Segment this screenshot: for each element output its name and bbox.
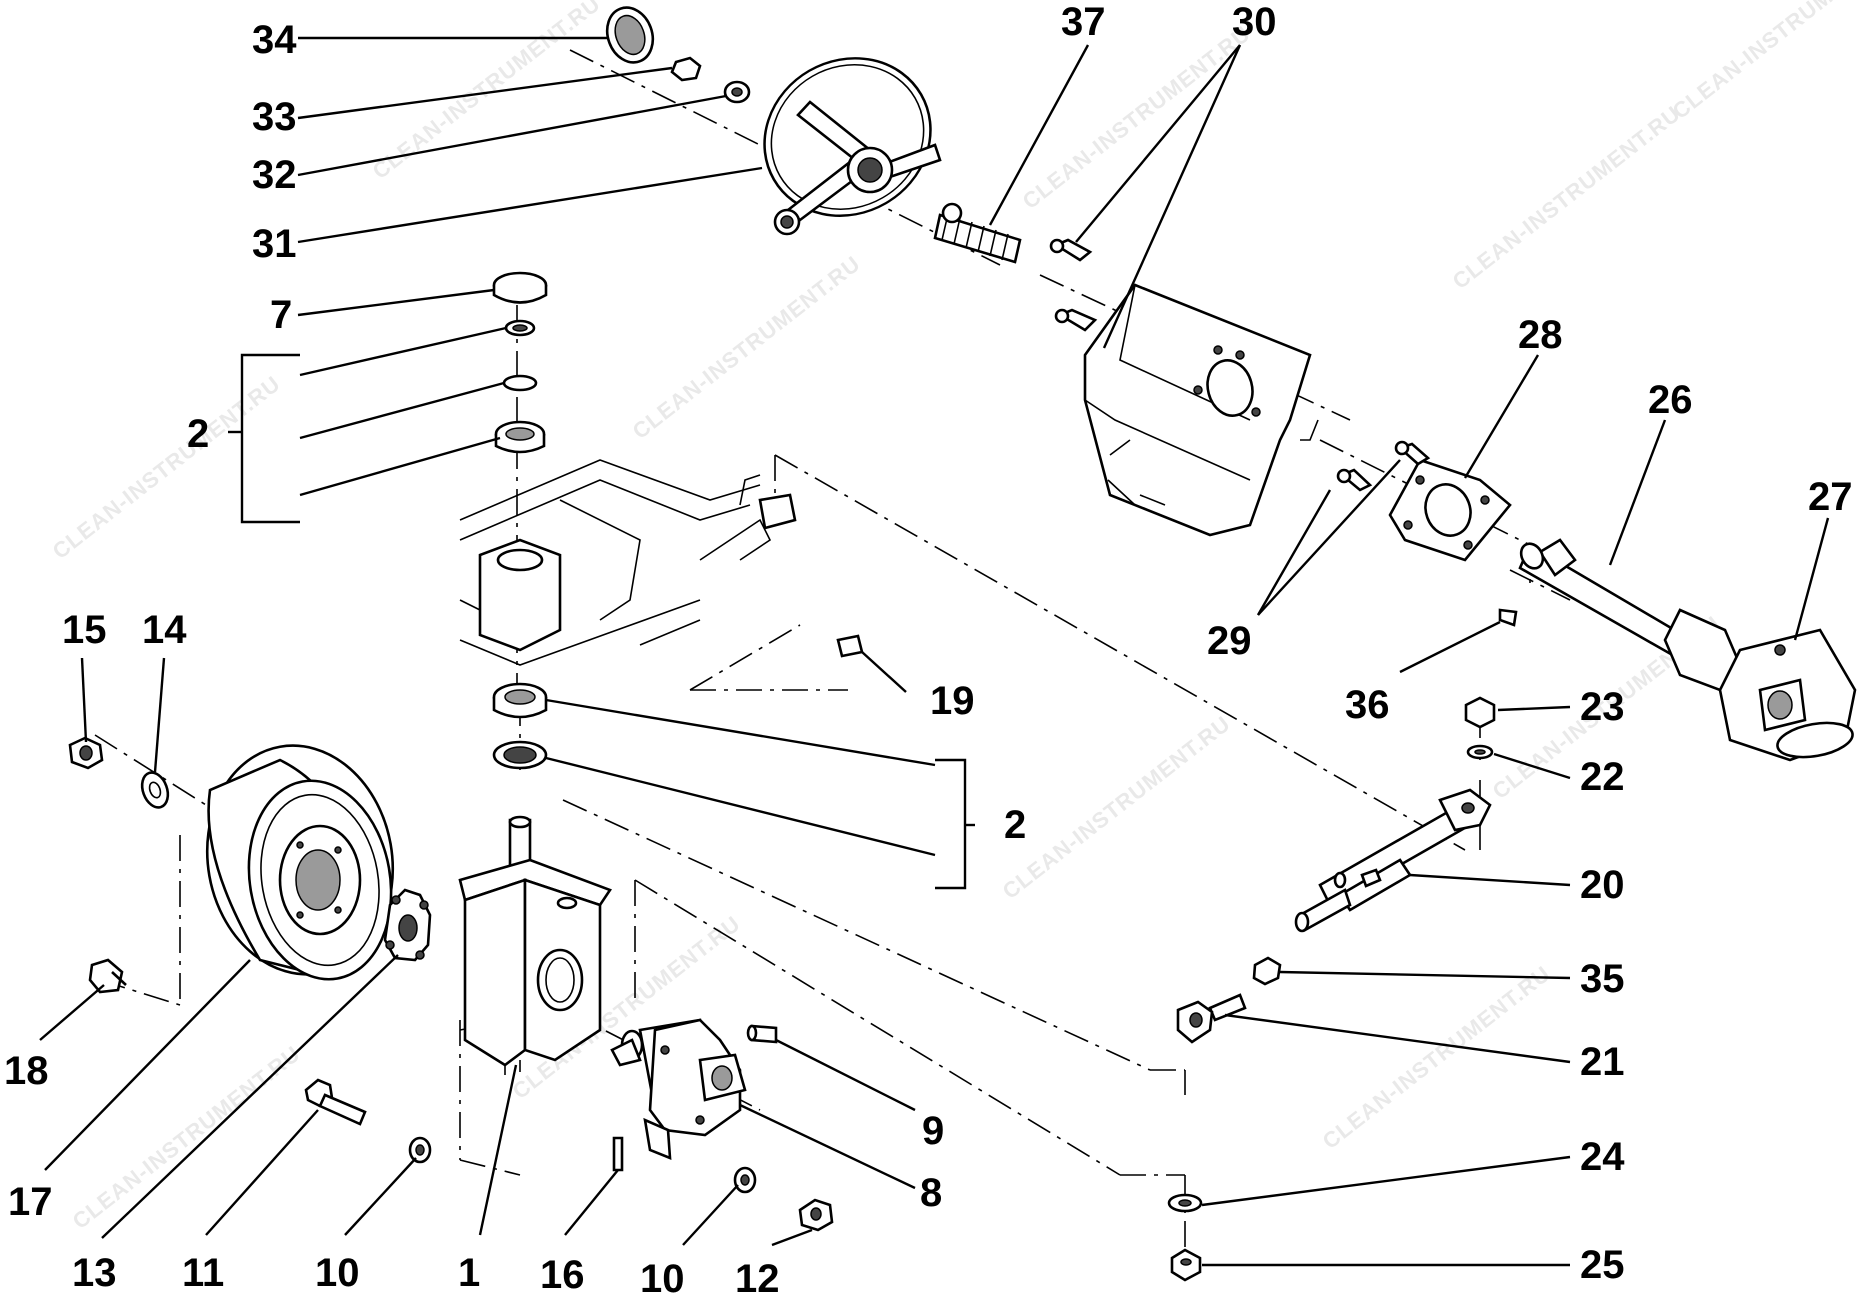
callout-25: 25 xyxy=(1580,1243,1625,1287)
chassis-frame xyxy=(459,459,864,666)
watermark: CLEAN-INSTRUMENT.RU xyxy=(1668,0,1861,124)
callout-36: 36 xyxy=(1345,683,1390,727)
callout-24: 24 xyxy=(1580,1135,1625,1179)
callout-31: 31 xyxy=(252,222,297,266)
flange-plate xyxy=(1336,440,1512,562)
steering-column-housing xyxy=(1049,238,1319,537)
callout-21: 21 xyxy=(1580,1040,1625,1084)
callout-8: 8 xyxy=(920,1171,942,1215)
callout-32: 32 xyxy=(252,153,297,197)
callout-2-lower: 2 xyxy=(1004,803,1026,847)
rod-end xyxy=(1176,956,1282,1044)
front-wheel xyxy=(205,744,395,981)
callout-28: 28 xyxy=(1518,313,1563,357)
leader-lines xyxy=(39,36,1830,1267)
callout-27: 27 xyxy=(1808,475,1853,519)
hydraulic-motor xyxy=(610,1018,778,1172)
wheel-hub xyxy=(383,888,432,962)
callout-labels: 34 33 32 31 7 2 15 14 18 17 13 11 10 1 1… xyxy=(4,0,1853,1301)
callout-1: 1 xyxy=(458,1251,480,1295)
callout-10-left: 10 xyxy=(315,1251,360,1295)
hydraulic-cylinder xyxy=(1294,788,1492,933)
callout-11: 11 xyxy=(182,1251,224,1295)
callout-22: 22 xyxy=(1580,755,1625,799)
callout-9: 9 xyxy=(922,1109,944,1153)
callout-19: 19 xyxy=(930,679,975,723)
callout-12: 12 xyxy=(735,1257,780,1301)
callout-37: 37 xyxy=(1061,0,1106,44)
watermark: CLEAN-INSTRUMENT.RU xyxy=(48,371,285,564)
lower-bearing-stack xyxy=(492,682,548,770)
callout-33: 33 xyxy=(252,95,297,139)
watermark: CLEAN-INSTRUMENT.RU xyxy=(1448,101,1685,294)
callout-2-upper: 2 xyxy=(187,412,209,456)
wheel-fork xyxy=(458,815,612,1075)
callout-18: 18 xyxy=(4,1049,49,1093)
watermark: CLEAN-INSTRUMENT.RU xyxy=(998,711,1235,904)
callout-26: 26 xyxy=(1648,378,1693,422)
callout-29: 29 xyxy=(1207,619,1252,663)
hub-nut xyxy=(68,736,170,994)
steering-valve xyxy=(1718,628,1857,762)
callout-16: 16 xyxy=(540,1253,585,1297)
watermark: CLEAN-INSTRUMENT.RU xyxy=(1018,21,1255,214)
callout-7: 7 xyxy=(270,293,292,337)
watermark: CLEAN-INSTRUMENT.RU xyxy=(1318,961,1555,1154)
watermark: CLEAN-INSTRUMENT.RU xyxy=(68,1041,305,1234)
callout-10-right: 10 xyxy=(640,1257,685,1301)
callout-20: 20 xyxy=(1580,863,1625,907)
callout-15: 15 xyxy=(62,608,107,652)
callout-17: 17 xyxy=(8,1180,53,1224)
steering-wheel xyxy=(605,6,1022,264)
cylinder-nuts xyxy=(1167,696,1496,1282)
callout-13: 13 xyxy=(72,1251,117,1295)
callout-35: 35 xyxy=(1580,957,1625,1001)
fastener-set xyxy=(304,1078,834,1232)
callout-14: 14 xyxy=(142,608,187,652)
callout-34: 34 xyxy=(252,18,297,62)
upper-bearing-stack xyxy=(492,271,548,454)
watermark: CLEAN-INSTRUMENT.RU xyxy=(628,251,865,444)
callout-30: 30 xyxy=(1232,0,1277,44)
callout-23: 23 xyxy=(1580,685,1625,729)
